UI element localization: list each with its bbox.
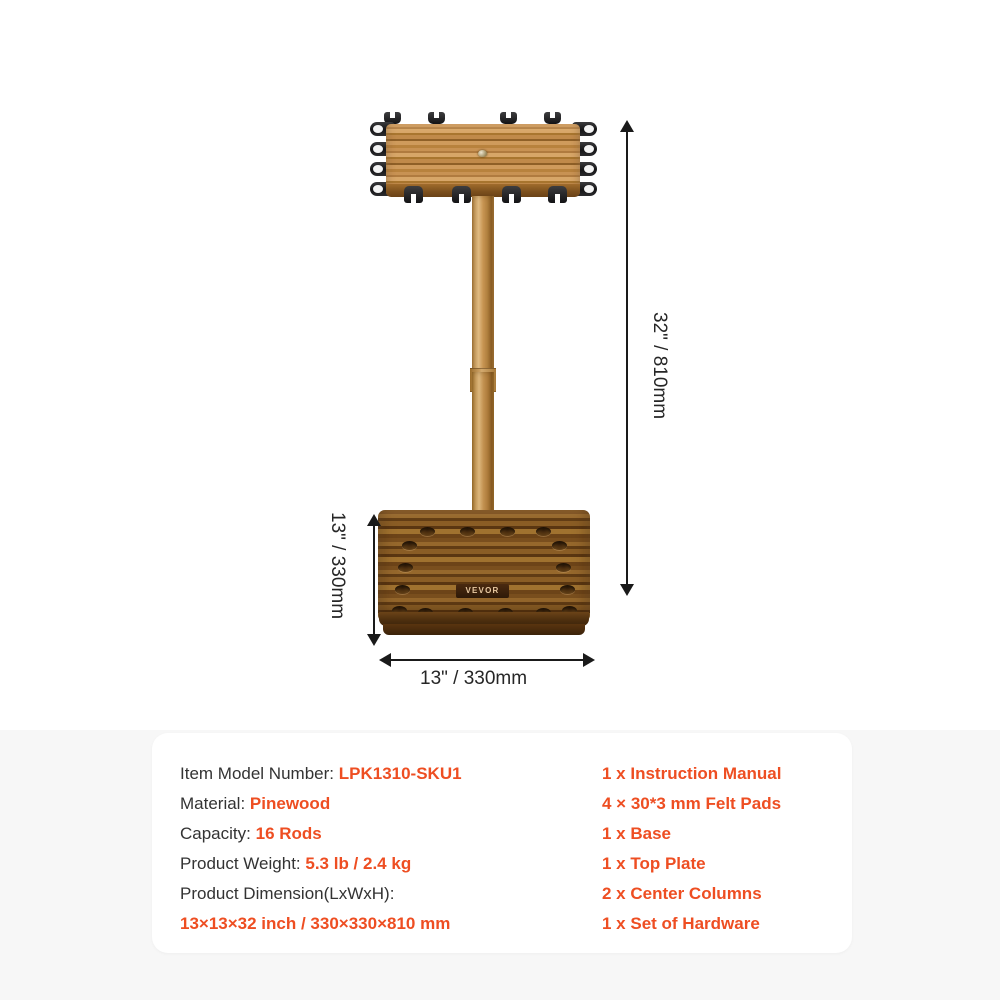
dimension-depth-arrow-top bbox=[367, 514, 381, 526]
dimension-height-arrow-top bbox=[620, 120, 634, 132]
specification-columns: Item Model Number: LPK1310-SKU1 Material… bbox=[152, 733, 852, 953]
specs-column: Item Model Number: LPK1310-SKU1 Material… bbox=[152, 733, 572, 953]
dimension-height-line bbox=[626, 130, 628, 586]
spec-row-dimension-label: Product Dimension(LxWxH): bbox=[180, 884, 395, 903]
spec-value-material: Pinewood bbox=[249, 794, 331, 813]
spec-value-weight: 5.3 lb / 2.4 kg bbox=[305, 854, 412, 873]
vevor-logo-badge: VEVOR bbox=[456, 584, 509, 598]
base-plate-foot bbox=[383, 624, 585, 635]
top-plate-clip-back-2 bbox=[428, 112, 445, 124]
base-hole bbox=[552, 541, 567, 550]
package-item: 2 x Center Columns bbox=[602, 884, 762, 903]
top-plate-edge bbox=[386, 184, 580, 197]
base-plate-edge bbox=[379, 612, 589, 626]
spec-label-weight: Product Weight: bbox=[180, 854, 301, 873]
dimension-height-label: 32" / 810mm bbox=[649, 312, 670, 420]
dimension-width-arrow-right bbox=[583, 653, 595, 667]
top-plate-clip-back-3 bbox=[500, 112, 517, 124]
base-hole bbox=[395, 585, 410, 594]
top-plate-clip-front-2 bbox=[452, 186, 471, 203]
package-item: 1 x Top Plate bbox=[602, 854, 706, 873]
dimension-height-arrow-bottom bbox=[620, 584, 634, 596]
center-column-upper bbox=[472, 196, 494, 380]
base-hole bbox=[556, 563, 571, 572]
package-item: 1 x Set of Hardware bbox=[602, 914, 760, 933]
base-plate-surface bbox=[378, 510, 590, 622]
base-hole bbox=[392, 606, 407, 615]
base-hole bbox=[402, 541, 417, 550]
base-hole bbox=[500, 527, 515, 536]
product-illustration: VEVOR 32" / 810mm 13" / 330mm 13" / 330m… bbox=[327, 112, 670, 689]
spec-label-capacity: Capacity: bbox=[180, 824, 251, 843]
top-plate-clip-back-4 bbox=[544, 112, 561, 124]
spec-value-model: LPK1310-SKU1 bbox=[338, 764, 462, 783]
spec-label-material: Material: bbox=[180, 794, 246, 813]
base-hole bbox=[420, 527, 435, 536]
dimension-depth-label: 13" / 330mm bbox=[327, 512, 348, 620]
spec-row-model: Item Model Number: LPK1310-SKU1 bbox=[180, 759, 572, 789]
dimension-width-line bbox=[389, 659, 585, 661]
base-hole bbox=[460, 527, 475, 536]
top-plate-clip-back-1 bbox=[384, 112, 401, 124]
base-hole bbox=[398, 563, 413, 572]
dimension-width-arrow-left bbox=[379, 653, 391, 667]
package-item: 1 x Instruction Manual bbox=[602, 764, 782, 783]
base-hole bbox=[562, 606, 577, 615]
spec-row-weight: Product Weight: 5.3 lb / 2.4 kg bbox=[180, 849, 572, 879]
package-contents-column: 1 x Instruction Manual 4 × 30*3 mm Felt … bbox=[572, 733, 852, 953]
base-plate-assembly: VEVOR bbox=[378, 510, 590, 638]
specification-card: Item Model Number: LPK1310-SKU1 Material… bbox=[152, 733, 852, 953]
top-plate-center-screw bbox=[478, 150, 487, 157]
top-plate-clip-front-1 bbox=[404, 186, 423, 203]
dimension-depth-arrow-bottom bbox=[367, 634, 381, 646]
spec-row-dimension-value: 13×13×32 inch / 330×330×810 mm bbox=[180, 914, 451, 933]
dimension-width-label: 13" / 330mm bbox=[420, 668, 528, 689]
center-column-lower bbox=[472, 372, 494, 554]
package-item: 4 × 30*3 mm Felt Pads bbox=[602, 794, 782, 813]
dimension-depth-line bbox=[373, 524, 375, 636]
spec-value-capacity: 16 Rods bbox=[255, 824, 322, 843]
top-plate-clip-front-4 bbox=[548, 186, 567, 203]
top-plate-clip-front-3 bbox=[502, 186, 521, 203]
spec-row-material: Material: Pinewood bbox=[180, 789, 572, 819]
spec-row-capacity: Capacity: 16 Rods bbox=[180, 819, 572, 849]
base-hole bbox=[536, 527, 551, 536]
spec-label-model: Item Model Number: bbox=[180, 764, 334, 783]
package-item: 1 x Base bbox=[602, 824, 671, 843]
base-hole bbox=[560, 585, 575, 594]
top-plate-assembly bbox=[372, 118, 594, 210]
